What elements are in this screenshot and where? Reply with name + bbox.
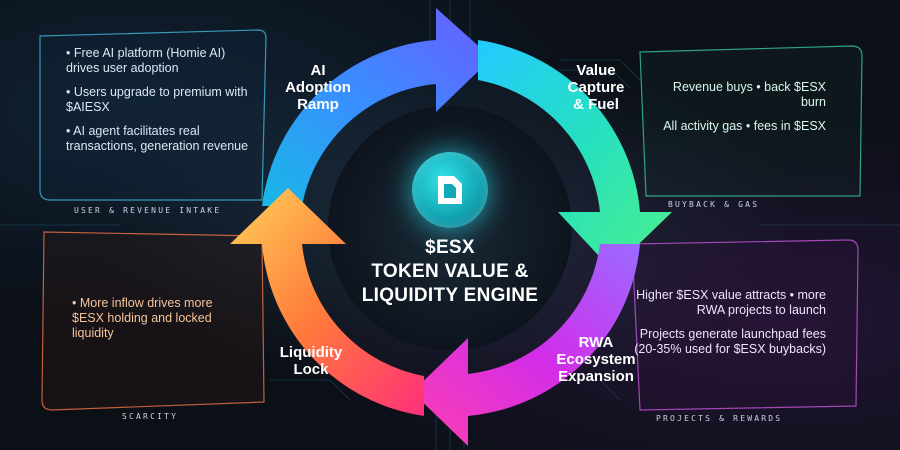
stage-label-line: & Fuel	[573, 96, 619, 113]
stage-label-line: Expansion	[558, 368, 634, 385]
panel-scarcity: • More inflow drives more $ESX holding a…	[72, 296, 242, 350]
panel-buyback-gas: Revenue buys • back $ESX burn All activi…	[656, 80, 826, 143]
arc-value-capture	[478, 40, 672, 270]
stage-label-rwa-ecosystem: RWA Ecosystem Expansion	[546, 334, 646, 385]
panel-scarcity-outline	[41, 231, 265, 411]
arc-rwa-ecosystem	[412, 244, 640, 446]
panel-item: • More inflow drives more $ESX holding a…	[72, 296, 213, 340]
panel-tag-user-revenue: USER & REVENUE INTAKE	[74, 206, 222, 215]
panel-item: • Free AI platform (Homie AI) drives use…	[66, 46, 226, 75]
panel-tag-projects-rewards: PROJECTS & REWARDS	[656, 414, 783, 423]
stage-label-ai-adoption: AI Adoption Ramp	[268, 62, 368, 113]
panel-item: • Users upgrade to premium with $AIESX	[66, 85, 248, 114]
panel-item: • AI agent facilitates real transactions…	[66, 124, 249, 153]
stage-label-liquidity-lock: Liquidity Lock	[266, 344, 356, 378]
stage-label-line: Ecosystem	[556, 351, 636, 368]
center-ticker: $ESX	[425, 237, 475, 258]
stage-label-line: RWA	[578, 334, 614, 351]
stage-label-line: Liquidity	[279, 344, 343, 361]
esx-logo-glyph	[438, 176, 462, 204]
panel-item: All activity gas • fees in $ESX	[663, 119, 826, 133]
panel-user-revenue: • Free AI platform (Homie AI) drives use…	[66, 46, 256, 163]
panel-item: Projects generate launchpad fees (20-35%…	[634, 327, 826, 356]
stage-label-line: Lock	[293, 361, 329, 378]
panel-projects-rewards: Higher $ESX value attracts • more RWA pr…	[626, 288, 826, 366]
stage-label-line: Adoption	[285, 79, 351, 96]
panel-item: Higher $ESX value attracts • more RWA pr…	[636, 288, 826, 317]
esx-logo-icon	[412, 152, 488, 228]
stage-label-line: AI	[310, 62, 326, 79]
stage-label-line: Capture	[567, 79, 625, 96]
panel-item: Revenue buys • back $ESX burn	[672, 80, 826, 109]
panel-projects-rewards-outline	[631, 239, 859, 411]
panel-user-revenue-outline	[39, 29, 267, 201]
panel-buyback-gas-outline	[639, 45, 863, 197]
inner-disc	[328, 106, 572, 350]
panel-tag-scarcity: SCARCITY	[122, 412, 179, 421]
arc-ai-adoption	[262, 8, 492, 206]
arc-liquidity-lock	[230, 188, 424, 416]
panel-tag-buyback-gas: BUYBACK & GAS	[668, 200, 760, 209]
center-title-line: TOKEN VALUE &	[371, 261, 529, 282]
stage-label-line: Ramp	[297, 96, 339, 113]
center-title-line: LIQUIDITY ENGINE	[361, 285, 539, 306]
stage-label-value-capture: Value Capture & Fuel	[548, 62, 644, 113]
stage-label-line: Value	[576, 62, 616, 79]
center-title: $ESX TOKEN VALUE & LIQUIDITY ENGINE	[330, 236, 570, 308]
